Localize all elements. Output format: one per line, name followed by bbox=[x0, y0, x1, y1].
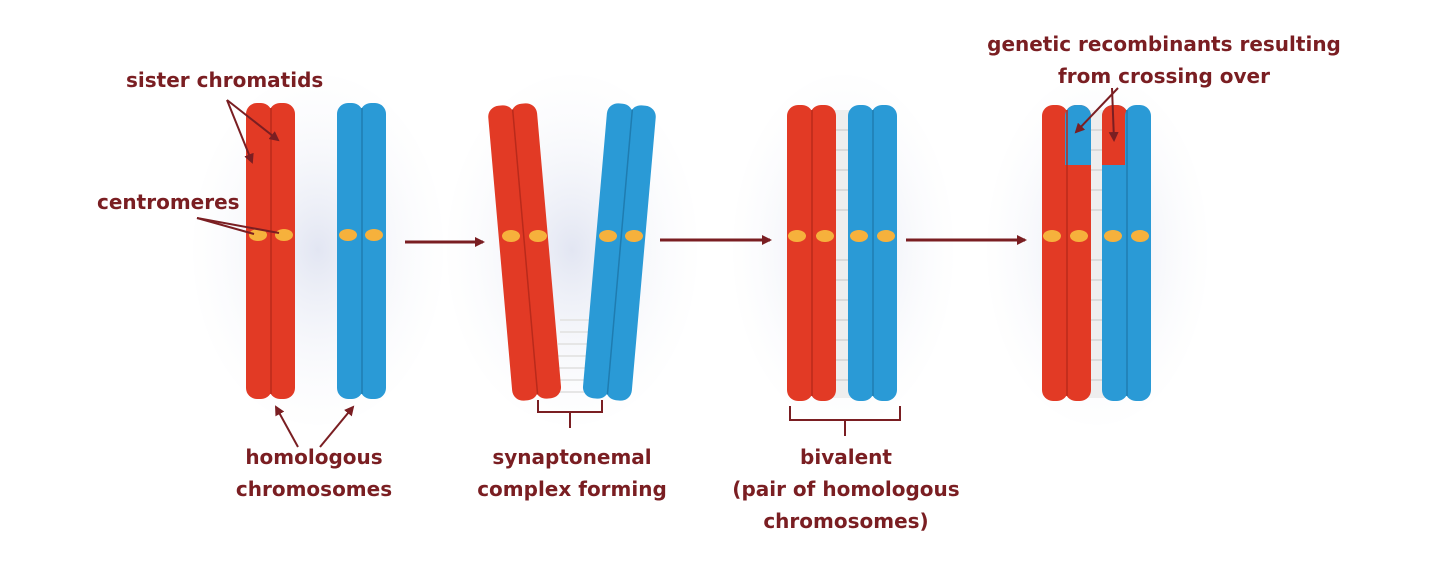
label-homologous-line2: chromosomes bbox=[235, 477, 393, 501]
label-synaptonemal-line1: synaptonemal bbox=[492, 445, 652, 469]
label-recombinants-line1: genetic recombinants resulting bbox=[987, 32, 1341, 56]
paternal-chromosome bbox=[337, 103, 386, 399]
chromatid-groove bbox=[511, 109, 539, 395]
label-synaptonemal-line2: complex forming bbox=[477, 477, 667, 501]
centromere bbox=[529, 230, 547, 242]
label-centromeres: centromeres bbox=[97, 190, 240, 214]
label-homologous-chromosomes: homologous chromosomes bbox=[236, 441, 392, 505]
label-bivalent-line1: bivalent bbox=[800, 445, 892, 469]
recombinant-chromatid bbox=[1102, 105, 1128, 401]
centromere bbox=[249, 229, 267, 241]
label-bivalent: bivalent (pair of homologous chromosomes… bbox=[732, 441, 959, 537]
recombinants-pointer bbox=[1074, 87, 1119, 134]
label-homologous-line1: homologous bbox=[245, 445, 383, 469]
sister-chromatid bbox=[810, 105, 836, 401]
recombinants-pointer bbox=[1108, 87, 1119, 142]
centromere bbox=[339, 229, 357, 241]
label-sister-chromatids: sister chromatids bbox=[126, 68, 324, 92]
sister-chromatid bbox=[787, 105, 813, 401]
centromere bbox=[1104, 230, 1122, 242]
homologous-pointer bbox=[275, 405, 299, 448]
crossover-segment-join bbox=[1065, 150, 1091, 165]
synaptonemal-bracket bbox=[537, 400, 603, 428]
centromere bbox=[599, 230, 617, 242]
label-synaptonemal-complex: synaptonemal complex forming bbox=[477, 441, 667, 505]
paternal-chromosome bbox=[848, 105, 897, 401]
centromere bbox=[365, 229, 383, 241]
sister-chromatid bbox=[269, 103, 295, 399]
label-recombinants-line2: from crossing over bbox=[1058, 64, 1270, 88]
maternal-chromosome bbox=[787, 105, 836, 401]
maternal-chromosome bbox=[1042, 105, 1091, 401]
centromeres-pointer bbox=[196, 217, 280, 234]
label-bivalent-line2: (pair of homologous bbox=[732, 477, 960, 501]
sister-chromatid bbox=[1125, 105, 1151, 401]
centromere bbox=[788, 230, 806, 242]
stage-crossing-over bbox=[1042, 105, 1151, 401]
maternal-chromosome bbox=[488, 103, 562, 401]
homologous-pointer bbox=[319, 405, 355, 448]
synapse-fibers bbox=[556, 319, 590, 393]
bivalent-bracket bbox=[789, 406, 901, 436]
chromatid-groove bbox=[606, 109, 634, 395]
sister-chromatid bbox=[871, 105, 897, 401]
sister-chromatid bbox=[246, 103, 272, 399]
label-bivalent-line3: chromosomes) bbox=[763, 509, 929, 533]
centromere bbox=[1131, 230, 1149, 242]
sister-chromatids-pointer bbox=[226, 99, 280, 142]
stage-homologous-chromosomes bbox=[246, 103, 386, 399]
centromere bbox=[275, 229, 293, 241]
paternal-chromosome bbox=[1102, 105, 1151, 401]
sister-chromatid bbox=[605, 105, 656, 401]
sister-chromatid bbox=[337, 103, 363, 399]
stage-synaptonemal-complex bbox=[488, 103, 656, 401]
stage-bivalent bbox=[787, 105, 897, 401]
recombinant-chromatid bbox=[1065, 105, 1091, 401]
centromere bbox=[850, 230, 868, 242]
centromere bbox=[1070, 230, 1088, 242]
label-genetic-recombinants: genetic recombinants resulting from cros… bbox=[987, 28, 1341, 92]
sister-chromatid bbox=[511, 103, 562, 399]
centromere bbox=[1043, 230, 1061, 242]
sister-chromatid bbox=[582, 103, 633, 399]
centromere bbox=[816, 230, 834, 242]
sister-chromatid bbox=[488, 105, 539, 401]
sister-chromatid bbox=[1042, 105, 1068, 401]
centromere bbox=[502, 230, 520, 242]
maternal-chromosome bbox=[246, 103, 295, 399]
centromere bbox=[625, 230, 643, 242]
sister-chromatid bbox=[848, 105, 874, 401]
crossover-segment-join bbox=[1102, 150, 1128, 165]
paternal-chromosome bbox=[582, 103, 656, 401]
sister-chromatids-pointer bbox=[226, 99, 254, 164]
sister-chromatid bbox=[360, 103, 386, 399]
stage-shadow bbox=[447, 75, 697, 425]
centromere bbox=[877, 230, 895, 242]
stage-shadow bbox=[193, 75, 443, 425]
